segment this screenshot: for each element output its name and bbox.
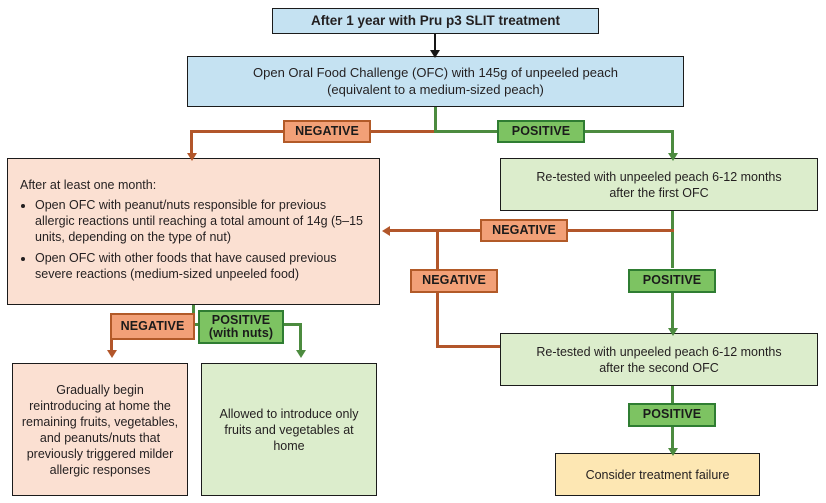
tag-negative-third-ofc: NEGATIVE	[410, 269, 498, 293]
arrowhead-into-retest-first	[668, 153, 678, 161]
arrowhead-into-failure-box	[668, 448, 678, 456]
node-allowed-fruits-vegetables: Allowed to introduce only fruits and veg…	[201, 363, 377, 496]
arrowhead-into-retest-second	[668, 328, 678, 336]
arrowhead-back-to-one-month-box	[382, 226, 390, 236]
tag-positive-first-ofc-label: POSITIVE	[511, 123, 571, 138]
node-title-text: After 1 year with Pru p3 SLIT treatment	[310, 13, 561, 29]
arrowhead-into-one-month-box	[187, 153, 197, 161]
tag-negative-nuts-ofc: NEGATIVE	[110, 313, 195, 340]
one-month-bullet-1: Open OFC with peanut/nuts responsible fo…	[35, 197, 369, 245]
tag-positive-third-ofc-label: POSITIVE	[642, 407, 702, 422]
tag-positive-with-nuts: POSITIVE (with nuts)	[198, 310, 284, 344]
ofc-line-1: Open Oral Food Challenge (OFC) with 145g…	[253, 64, 618, 80]
connector-ofc-down	[434, 106, 437, 131]
connector-retest2-down	[671, 386, 674, 403]
connector-pos2-down-lower	[671, 293, 674, 333]
connector-neg3-right	[436, 345, 502, 348]
retest-second-line-1: Re-tested with unpeeled peach 6-12 month…	[536, 344, 782, 359]
allowed-box-text: Allowed to introduce only fruits and veg…	[219, 406, 359, 453]
node-gradual-reintroduction: Gradually begin reintroducing at home th…	[12, 363, 188, 496]
node-open-oral-food-challenge: Open Oral Food Challenge (OFC) with 145g…	[187, 56, 684, 107]
tag-negative-first-ofc-label: NEGATIVE	[295, 123, 359, 138]
connector-title-to-ofc	[434, 33, 436, 55]
failure-box-text: Consider treatment failure	[585, 467, 730, 482]
tag-negative-first-ofc: NEGATIVE	[283, 120, 371, 143]
node-after-at-least-one-month: After at least one month: Open OFC with …	[7, 158, 380, 305]
tag-negative-second-ofc: NEGATIVE	[480, 219, 568, 242]
connector-neg-drop-left	[190, 130, 193, 158]
tag-negative-nuts-ofc-label: NEGATIVE	[120, 318, 185, 333]
connector-retest1-down	[671, 211, 674, 234]
tag-negative-second-ofc-label: NEGATIVE	[492, 222, 556, 237]
node-retest-second-ofc: Re-tested with unpeeled peach 6-12 month…	[500, 333, 818, 386]
one-month-heading: After at least one month:	[20, 177, 157, 192]
connector-pos3-down	[671, 426, 674, 453]
node-title-after-one-year: After 1 year with Pru p3 SLIT treatment	[272, 8, 599, 34]
tag-positive-with-nuts-line-2: (with nuts)	[208, 326, 274, 340]
tag-negative-third-ofc-label: NEGATIVE	[422, 273, 486, 288]
tag-positive-second-ofc-label: POSITIVE	[642, 273, 702, 288]
one-month-bullet-2: Open OFC with other foods that have caus…	[35, 250, 369, 282]
connector-neg2-to-neg3	[436, 229, 439, 269]
ofc-line-2: (equivalent to a medium-sized peach)	[327, 81, 544, 97]
retest-first-line-2: after the first OFC	[609, 185, 709, 200]
arrowhead-into-allowed-box	[296, 350, 306, 358]
gradual-box-text: Gradually begin reintroducing at home th…	[21, 382, 179, 477]
one-month-bullet-list: Open OFC with peanut/nuts responsible fo…	[20, 197, 369, 282]
connector-pos2-down-upper	[671, 232, 674, 268]
node-retest-first-ofc: Re-tested with unpeeled peach 6-12 month…	[500, 158, 818, 211]
tag-positive-third-ofc: POSITIVE	[628, 403, 716, 427]
connector-bottom-pos-drop	[299, 323, 302, 355]
retest-first-line-1: Re-tested with unpeeled peach 6-12 month…	[536, 169, 782, 184]
connector-neg3-down	[436, 293, 439, 348]
node-consider-treatment-failure: Consider treatment failure	[555, 453, 760, 496]
connector-pos-drop-right	[671, 130, 674, 158]
retest-second-line-2: after the second OFC	[599, 360, 719, 375]
tag-positive-first-ofc: POSITIVE	[497, 120, 585, 143]
tag-positive-with-nuts-line-1: POSITIVE	[211, 312, 271, 327]
arrowhead-title-to-ofc	[430, 50, 440, 58]
tag-positive-second-ofc: POSITIVE	[628, 269, 716, 293]
arrowhead-into-gradual-box	[107, 350, 117, 358]
